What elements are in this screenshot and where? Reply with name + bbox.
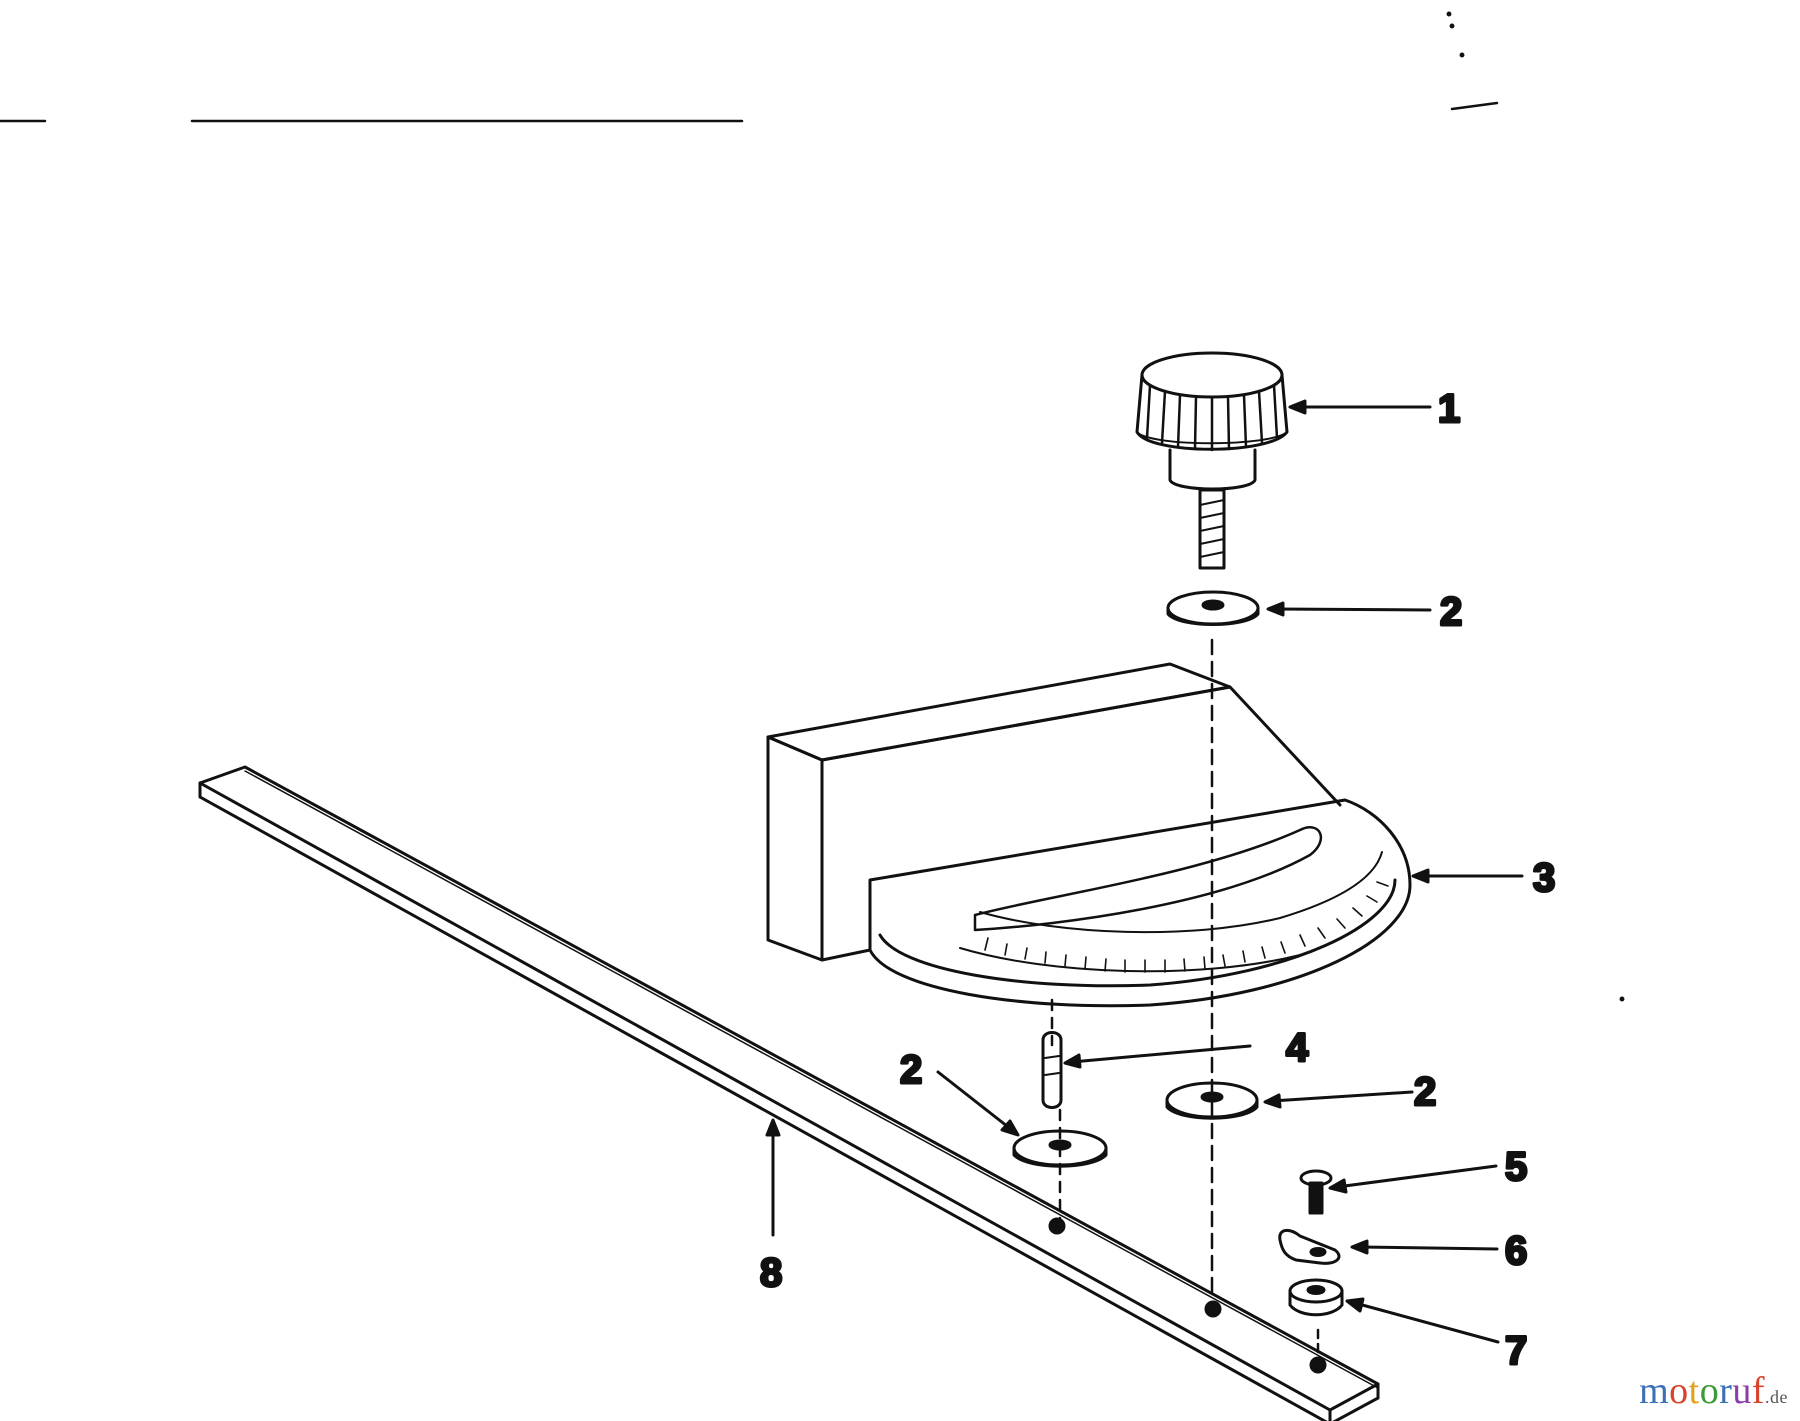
miter-gauge-body <box>766 638 1412 1362</box>
callout-5: 5 <box>1505 1145 1527 1189</box>
callout-8: 8 <box>760 1251 782 1295</box>
washer-top <box>1166 590 1260 626</box>
watermark-tld: .de <box>1765 1387 1788 1407</box>
lock-knob <box>1135 351 1289 570</box>
washer-right <box>1165 1081 1259 1120</box>
callout-2-left: 2 <box>900 1048 922 1092</box>
callout-7: 7 <box>1505 1329 1527 1373</box>
callout-2-right: 2 <box>1414 1070 1436 1114</box>
watermark-brand: motoruf <box>1639 1370 1765 1412</box>
clip-plate <box>1278 1229 1341 1265</box>
watermark-logo: motoruf.de <box>1639 1369 1788 1413</box>
flat-head-screw <box>1299 1169 1333 1215</box>
callout-6: 6 <box>1505 1229 1527 1273</box>
header-rule <box>0 11 1625 1002</box>
callout-4: 4 <box>1286 1026 1309 1070</box>
washer-left <box>1012 1129 1108 1168</box>
callout-2-top: 2 <box>1440 590 1462 634</box>
stop-pin <box>1041 1031 1063 1109</box>
callout-1: 1 <box>1438 387 1460 431</box>
miter-bar <box>198 765 1380 1421</box>
leader-lines <box>765 399 1524 1344</box>
hex-nut <box>1288 1278 1344 1317</box>
callout-3: 3 <box>1533 856 1555 900</box>
